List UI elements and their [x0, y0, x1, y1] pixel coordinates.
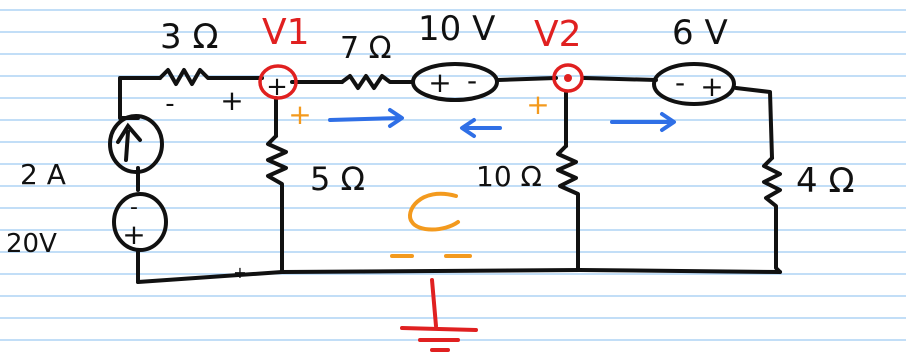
sign-6v-right: + [700, 70, 723, 103]
orange-annotations: + + [288, 88, 550, 258]
resistor-7-ohm [340, 74, 414, 90]
label-v2: V2 [534, 14, 582, 55]
label-r3: 3 Ω [160, 17, 218, 57]
wire-bottom-middle [280, 268, 582, 274]
node-v2-circle [552, 63, 584, 93]
node-markers [258, 63, 584, 100]
orange-loop-arrow [408, 191, 460, 232]
resistor-4-ohm [762, 156, 782, 274]
sign-10v-left: + [428, 66, 451, 99]
wire-bottom-left [136, 270, 284, 284]
label-v1: V1 [262, 12, 310, 53]
wire-6v-to-right [734, 86, 774, 160]
ground-lead [430, 278, 438, 328]
wire-10v-to-v2 [496, 76, 558, 82]
sources [108, 62, 736, 252]
label-i2: 2 A [20, 158, 66, 191]
ground-bar-1 [400, 326, 478, 332]
resistor-5-ohm [266, 134, 288, 274]
current-arrows [328, 108, 676, 138]
label-v20: 20V [6, 229, 57, 259]
label-v10: 10 V [418, 9, 495, 49]
arrow-left-v2 [460, 118, 502, 138]
sign-10v-right: - [467, 64, 477, 97]
sign-20v-bottom: + [122, 218, 145, 251]
resistor-10-ohm [556, 144, 580, 272]
label-r4: 4 Ω [796, 161, 854, 201]
orange-plus-left: + [288, 98, 311, 131]
node-labels: V1 V2 [262, 12, 582, 55]
arrow-right-v1 [328, 108, 404, 128]
arrow-right-6v [610, 112, 676, 132]
notebook-rule-lines [0, 9, 906, 341]
sign-20v-top: - [130, 195, 138, 220]
ground-symbol [400, 278, 478, 352]
sign-6v-left: - [675, 66, 685, 99]
wire-bottom-right [578, 268, 782, 274]
label-r5: 5 Ω [310, 160, 365, 198]
resistor-3-ohm [158, 68, 264, 86]
current-source-2a [108, 114, 164, 174]
wire-v2-to-6v [582, 76, 658, 82]
source-signs: - + + - - + - + + + [122, 64, 723, 282]
node-v1-circle [258, 64, 298, 100]
orange-plus-right: + [526, 88, 549, 121]
node-v2-dot [564, 74, 572, 82]
voltage-source-10v [411, 62, 499, 102]
component-labels: 3 Ω 7 Ω 10 V 6 V 2 A 20V 5 Ω 10 Ω 4 Ω [6, 9, 854, 259]
voltage-source-20v [112, 192, 168, 252]
sign-bottom-left: + [233, 263, 246, 282]
wires [118, 68, 782, 284]
sign-v1-node: + [266, 72, 288, 102]
current-arrow-up [116, 122, 142, 162]
label-v6: 6 V [672, 13, 728, 53]
voltage-source-6v [652, 62, 736, 106]
sign-3ohm-left: - [165, 89, 174, 119]
label-r10: 10 Ω [476, 160, 542, 193]
label-r7: 7 Ω [340, 31, 392, 66]
sign-3ohm-right: + [220, 84, 243, 117]
